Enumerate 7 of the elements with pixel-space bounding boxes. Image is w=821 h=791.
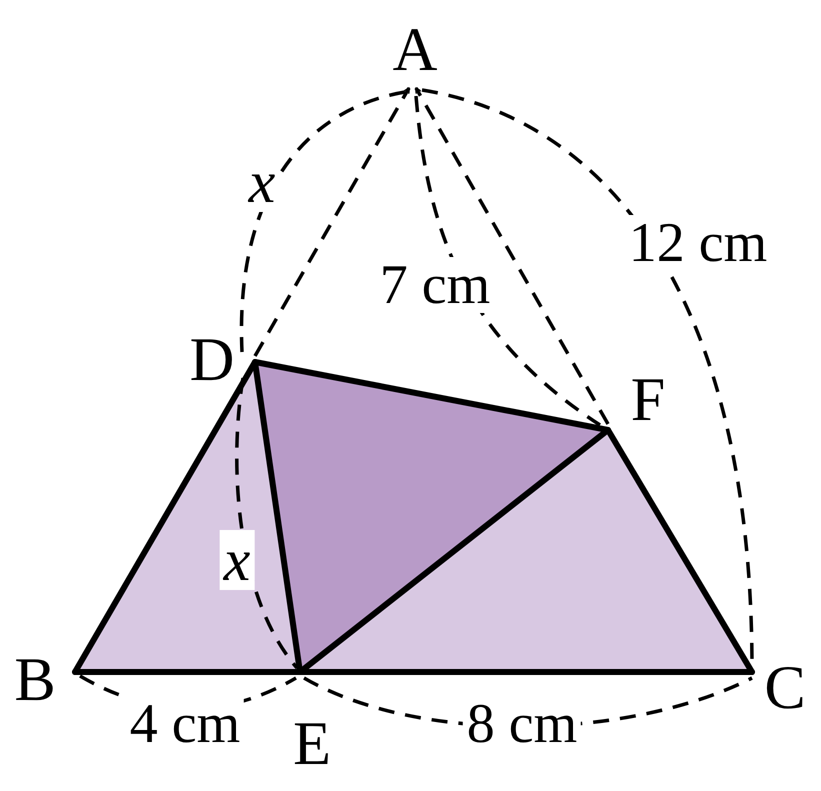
point-label: F bbox=[630, 369, 666, 431]
point-label: D bbox=[190, 329, 234, 391]
point-label: A bbox=[392, 19, 438, 81]
dimension-label: x bbox=[220, 530, 254, 590]
point-label: C bbox=[764, 657, 806, 719]
point-label: B bbox=[14, 649, 56, 711]
point-label: E bbox=[293, 713, 331, 775]
